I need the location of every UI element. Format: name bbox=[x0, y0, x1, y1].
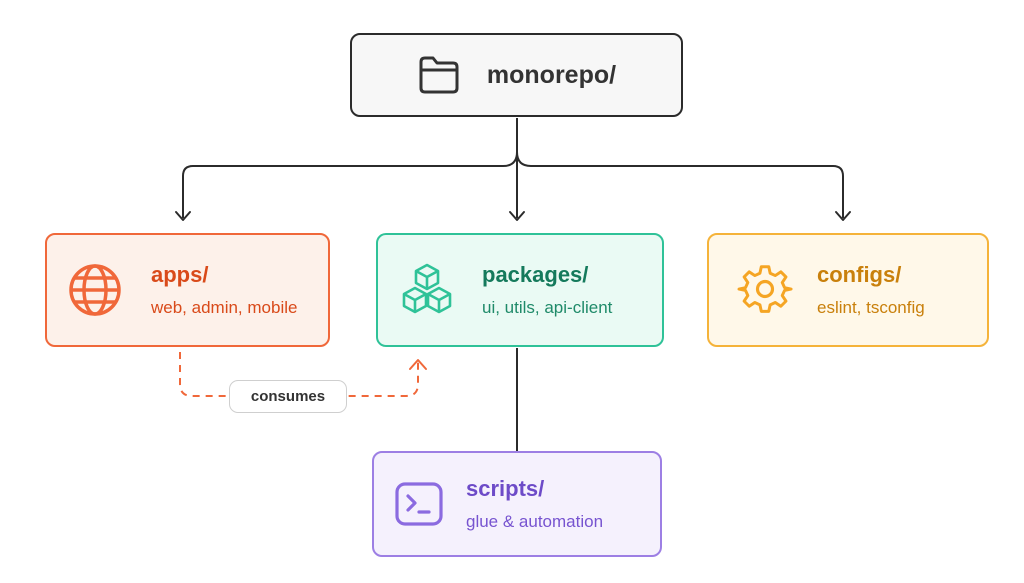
scripts-node[interactable]: scripts/ glue & automation bbox=[372, 451, 662, 557]
apps-title: apps/ bbox=[151, 262, 209, 287]
globe-icon bbox=[67, 262, 123, 318]
packages-subtitle: ui, utils, api-client bbox=[482, 298, 613, 317]
packages-node[interactable]: packages/ ui, utils, api-client bbox=[376, 233, 664, 347]
connector-to-configs bbox=[516, 151, 844, 218]
root-title: monorepo/ bbox=[486, 61, 617, 89]
root-node[interactable]: monorepo/ bbox=[350, 33, 683, 117]
apps-subtitle: web, admin, mobile bbox=[151, 298, 298, 317]
connector-to-apps bbox=[182, 151, 518, 218]
configs-node[interactable]: configs/ eslint, tsconfig bbox=[707, 233, 989, 347]
packages-title: packages/ bbox=[482, 262, 589, 287]
scripts-title: scripts/ bbox=[466, 476, 545, 501]
cubes-icon bbox=[398, 262, 456, 318]
scripts-subtitle: glue & automation bbox=[466, 512, 604, 531]
terminal-icon bbox=[394, 481, 444, 527]
consumes-arrowhead bbox=[409, 359, 427, 370]
arrowhead-packages bbox=[509, 211, 525, 221]
configs-subtitle: eslint, tsconfig bbox=[817, 298, 925, 317]
folder-icon bbox=[417, 54, 461, 96]
apps-node[interactable]: apps/ web, admin, mobile bbox=[45, 233, 330, 347]
arrowhead-configs bbox=[835, 211, 851, 221]
gear-icon bbox=[737, 262, 793, 318]
consumes-edge-label: consumes bbox=[229, 380, 347, 413]
arrowhead-apps bbox=[175, 211, 191, 221]
configs-title: configs/ bbox=[817, 262, 902, 287]
